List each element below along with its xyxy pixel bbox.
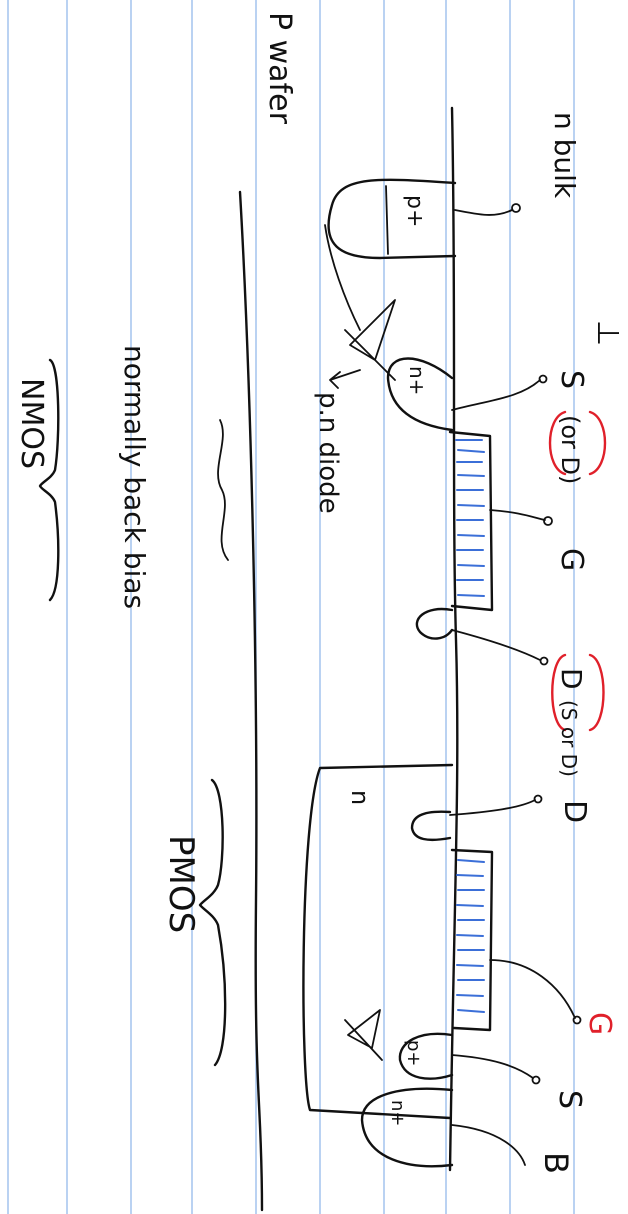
pmos-brace [198, 778, 227, 1067]
drain-lead [451, 629, 541, 661]
gate-oxide-pmos [450, 848, 494, 1032]
wafer-bottom-edge [238, 190, 264, 1212]
terminal-label-or-d: (or D) [556, 415, 584, 484]
label-p-plus-pmos: p+ [403, 1040, 424, 1067]
label-n-plus: n+ [405, 366, 429, 395]
drain-terminal [539, 656, 549, 666]
n-plus-source-region [386, 357, 454, 432]
p-plus-drain-pmos [410, 810, 452, 842]
terminal-label-s-pmos: S [552, 1090, 587, 1109]
terminal-label-s-or-d: (S or D) [557, 700, 581, 777]
terminal-label-s: S [554, 370, 589, 389]
nmos-brace [38, 358, 60, 602]
source-terminal [538, 374, 548, 384]
pmos-drain-terminal [533, 794, 543, 804]
source-lead [451, 379, 541, 411]
diode-symbol-nmos [324, 224, 396, 381]
label-p-wafer: P wafer [262, 12, 297, 125]
gate-lead [489, 509, 546, 521]
label-n-well: n [346, 790, 374, 805]
terminal-label-d-pmos: D [557, 800, 592, 823]
diode-arrow-nmos [329, 369, 361, 389]
label-n-bulk: n bulk [548, 112, 581, 199]
label-pn-diode: p.n diode [313, 392, 343, 514]
wafer-top-surface [448, 106, 459, 1172]
pmos-body-lead [451, 1124, 526, 1166]
or-d-red-brackets [548, 410, 607, 476]
terminal-label-d: D [555, 668, 588, 690]
p-plus-source-pmos [398, 1032, 454, 1080]
cursor-mark: ⊥ [590, 320, 625, 346]
nmos-channel-shading [455, 439, 485, 597]
pmos-channel-shading [456, 859, 485, 1013]
terminal-label-g: G [554, 548, 589, 571]
n-plus-body-contact-pmos [360, 1087, 454, 1168]
s-or-d-red-brackets [551, 653, 605, 732]
bias-squiggle [217, 419, 229, 561]
pmos-source-terminal [531, 1075, 541, 1085]
pmos-drain-lead [449, 799, 536, 816]
pmos-gate-terminal [572, 1015, 582, 1025]
label-pmos: PMOS [161, 835, 201, 933]
pmos-gate-lead [489, 959, 576, 1019]
p-plus-inner-mark [385, 185, 389, 255]
diode-symbol-pmos [344, 1009, 383, 1061]
terminal-label-b: B [537, 1152, 575, 1174]
gate-oxide-nmos [448, 430, 494, 612]
p-plus-body-contact-region [327, 178, 457, 260]
label-normally-back-bias: normally back bias [118, 345, 151, 609]
label-p-plus: p+ [402, 195, 427, 227]
gate-terminal [543, 516, 553, 526]
n-plus-drain-region [415, 607, 454, 640]
pmos-source-lead [451, 1054, 534, 1079]
p-bulk-terminal [511, 203, 521, 213]
label-nmos: NMOS [14, 378, 49, 469]
label-n-plus-pmos: n+ [387, 1100, 408, 1127]
n-well-pmos [302, 763, 454, 1120]
terminal-label-g-pmos: G [582, 1012, 617, 1035]
p-bulk-lead [454, 209, 513, 216]
